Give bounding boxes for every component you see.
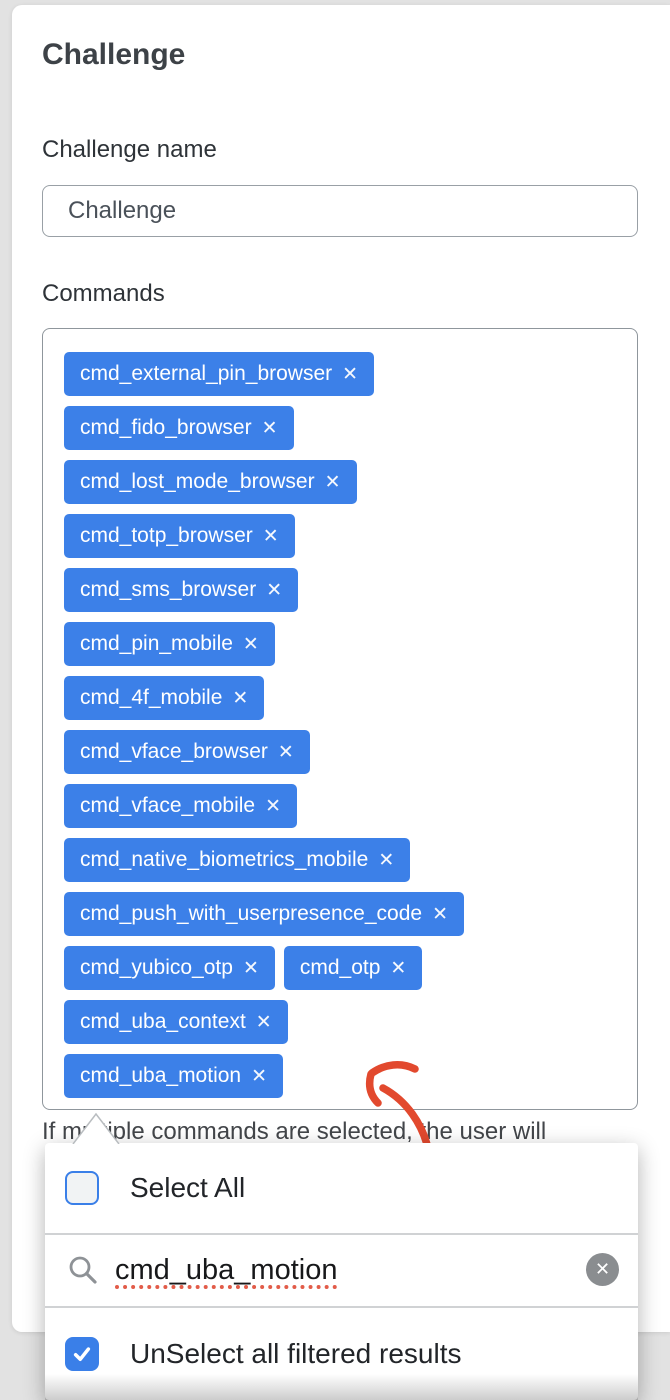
command-chip[interactable]: cmd_pin_mobile ✕	[64, 622, 275, 666]
chip-label: cmd_push_with_userpresence_code	[80, 902, 423, 925]
chip-remove-icon[interactable]: ✕	[378, 849, 395, 871]
chip-remove-icon[interactable]: ✕	[255, 1011, 272, 1033]
challenge-name-input[interactable]	[42, 185, 638, 237]
command-chip[interactable]: cmd_otp ✕	[283, 946, 423, 990]
divider	[45, 1306, 638, 1308]
chip-remove-icon[interactable]: ✕	[232, 687, 249, 709]
chip-label: cmd_external_pin_browser	[80, 362, 333, 385]
chip-remove-icon[interactable]: ✕	[251, 1065, 268, 1087]
dropdown-caret	[72, 1112, 120, 1144]
chip-row: cmd_yubico_otp ✕ cmd_otp ✕	[64, 946, 617, 990]
chip-label: cmd_vface_browser	[80, 740, 268, 763]
chip-label: cmd_uba_motion	[80, 1064, 242, 1087]
commands-label: Commands	[42, 280, 165, 307]
chip-remove-icon[interactable]: ✕	[242, 633, 259, 655]
chip-row: cmd_push_with_userpresence_code ✕	[64, 892, 617, 936]
chip-remove-icon[interactable]: ✕	[277, 741, 294, 763]
search-icon	[69, 1256, 97, 1284]
select-all-checkbox[interactable]	[65, 1171, 99, 1205]
chip-label: cmd_sms_browser	[80, 578, 257, 601]
chip-label: cmd_4f_mobile	[80, 686, 223, 709]
commands-dropdown: Select All cmd_uba_motion ✕ UnSelect all…	[45, 1143, 638, 1400]
unselect-filtered-label: UnSelect all filtered results	[130, 1338, 462, 1369]
unselect-filtered-row[interactable]: UnSelect all filtered results	[45, 1308, 638, 1400]
chip-row: cmd_sms_browser ✕	[64, 568, 617, 612]
chip-remove-icon[interactable]: ✕	[261, 417, 278, 439]
hand-drawn-arrow	[365, 1061, 432, 1152]
chip-remove-icon[interactable]: ✕	[432, 903, 448, 925]
chip-row: cmd_native_biometrics_mobile ✕	[64, 838, 617, 882]
command-chip[interactable]: cmd_external_pin_browser ✕	[64, 352, 375, 396]
search-input[interactable]: cmd_uba_motion	[115, 1253, 338, 1286]
chip-row: cmd_external_pin_browser ✕	[64, 352, 617, 396]
command-chip[interactable]: cmd_totp_browser ✕	[64, 514, 295, 558]
chip-label: cmd_totp_browser	[80, 524, 253, 547]
chip-label: cmd_otp	[299, 956, 381, 979]
command-chip[interactable]: cmd_vface_mobile ✕	[64, 784, 298, 828]
chip-remove-icon[interactable]: ✕	[390, 957, 407, 979]
command-chip[interactable]: cmd_lost_mode_browser ✕	[64, 460, 357, 504]
command-chip[interactable]: cmd_vface_browser ✕	[64, 730, 310, 774]
chip-label: cmd_fido_browser	[80, 416, 252, 439]
chip-row: cmd_uba_motion ✕	[64, 1054, 617, 1098]
search-row: cmd_uba_motion ✕	[45, 1235, 638, 1305]
chip-label: cmd_vface_mobile	[80, 794, 256, 817]
page-title: Challenge	[42, 38, 186, 71]
command-chip[interactable]: cmd_uba_context ✕	[64, 1000, 288, 1044]
divider	[45, 1233, 638, 1235]
check-icon	[73, 1347, 91, 1362]
chip-remove-icon[interactable]: ✕	[262, 525, 279, 547]
command-chip[interactable]: cmd_native_biometrics_mobile ✕	[64, 838, 411, 882]
chip-label: cmd_pin_mobile	[80, 632, 233, 655]
unselect-filtered-checkbox[interactable]	[65, 1337, 99, 1371]
chip-remove-icon[interactable]: ✕	[342, 363, 359, 385]
challenge-name-label: Challenge name	[42, 136, 217, 163]
chip-row: cmd_fido_browser ✕	[64, 406, 617, 450]
command-chip[interactable]: cmd_4f_mobile ✕	[64, 676, 265, 720]
command-chip[interactable]: cmd_push_with_userpresence_code ✕	[64, 892, 464, 936]
help-text: If multiple commands are selected, the u…	[42, 1118, 547, 1145]
chip-row: cmd_lost_mode_browser ✕	[64, 460, 617, 504]
command-chip[interactable]: cmd_yubico_otp ✕	[64, 946, 275, 990]
select-all-label: Select All	[130, 1172, 246, 1203]
chip-label: cmd_native_biometrics_mobile	[80, 848, 369, 871]
chip-row: cmd_vface_mobile ✕	[64, 784, 617, 828]
command-chip[interactable]: cmd_fido_browser ✕	[64, 406, 294, 450]
chip-row: cmd_uba_context ✕	[64, 1000, 617, 1044]
chip-remove-icon[interactable]: ✕	[324, 471, 341, 493]
command-chips: cmd_external_pin_browser✕cmd_fido_browse…	[64, 352, 617, 1098]
chip-remove-icon[interactable]: ✕	[265, 795, 282, 817]
commands-multiselect[interactable]: cmd_external_pin_browser✕cmd_fido_browse…	[42, 328, 638, 1110]
select-all-row[interactable]: Select All	[45, 1143, 638, 1233]
chip-row: cmd_4f_mobile ✕	[64, 676, 617, 720]
chip-label: cmd_yubico_otp	[80, 956, 233, 979]
command-chip[interactable]: cmd_sms_browser ✕	[64, 568, 299, 612]
chip-label: cmd_uba_context	[80, 1010, 246, 1033]
clear-search-button[interactable]: ✕	[586, 1253, 619, 1286]
chip-remove-icon[interactable]: ✕	[266, 579, 283, 601]
chip-row: cmd_pin_mobile ✕	[64, 622, 617, 666]
chip-remove-icon[interactable]: ✕	[242, 957, 259, 979]
chip-label: cmd_lost_mode_browser	[80, 470, 315, 493]
chip-row: cmd_totp_browser ✕	[64, 514, 617, 558]
command-chip[interactable]: cmd_uba_motion ✕	[64, 1054, 284, 1098]
chip-row: cmd_vface_browser ✕	[64, 730, 617, 774]
